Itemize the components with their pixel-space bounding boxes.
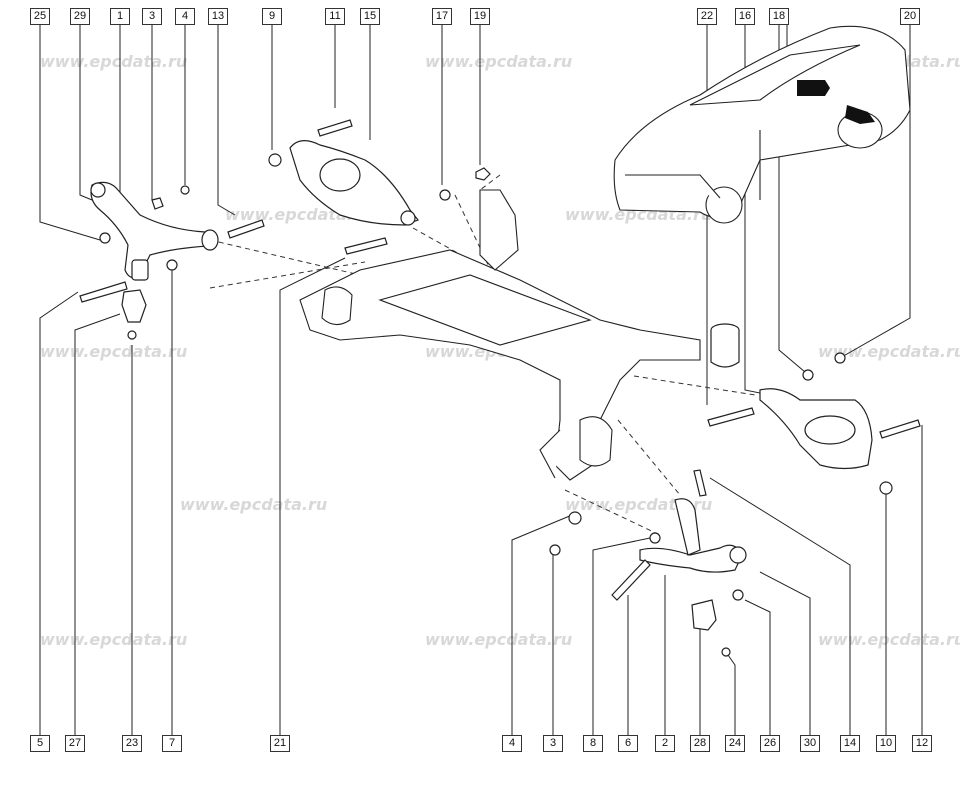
callout-bottom-12[interactable]: 12 bbox=[912, 735, 932, 752]
callout-top-13[interactable]: 13 bbox=[208, 8, 228, 25]
callout-bottom-26[interactable]: 26 bbox=[760, 735, 780, 752]
callout-bottom-24[interactable]: 24 bbox=[725, 735, 745, 752]
callout-top-1[interactable]: 1 bbox=[110, 8, 130, 25]
watermark: www.epcdata.ru bbox=[40, 342, 188, 361]
watermark: www.epcdata.ru bbox=[425, 630, 573, 649]
callout-bottom-6[interactable]: 6 bbox=[618, 735, 638, 752]
callout-bottom-2[interactable]: 2 bbox=[655, 735, 675, 752]
callout-top-18[interactable]: 18 bbox=[769, 8, 789, 25]
watermark: www.epcdata.ru bbox=[818, 630, 960, 649]
callout-bottom-10[interactable]: 10 bbox=[876, 735, 896, 752]
watermark: www.epcdata.ru bbox=[40, 630, 188, 649]
callout-bottom-23[interactable]: 23 bbox=[122, 735, 142, 752]
callout-top-16[interactable]: 16 bbox=[735, 8, 755, 25]
callout-top-29[interactable]: 29 bbox=[70, 8, 90, 25]
callout-bottom-14[interactable]: 14 bbox=[840, 735, 860, 752]
callout-top-4[interactable]: 4 bbox=[175, 8, 195, 25]
callout-top-11[interactable]: 11 bbox=[325, 8, 345, 25]
callout-top-15[interactable]: 15 bbox=[360, 8, 380, 25]
callout-top-25[interactable]: 25 bbox=[30, 8, 50, 25]
callout-bottom-7[interactable]: 7 bbox=[162, 735, 182, 752]
callout-bottom-30[interactable]: 30 bbox=[800, 735, 820, 752]
callout-bottom-28[interactable]: 28 bbox=[690, 735, 710, 752]
callout-bottom-3[interactable]: 3 bbox=[543, 735, 563, 752]
watermark: www.epcdata.ru bbox=[40, 52, 188, 71]
watermark: www.epcdata.ru bbox=[425, 52, 573, 71]
callout-top-3[interactable]: 3 bbox=[142, 8, 162, 25]
callout-bottom-4[interactable]: 4 bbox=[502, 735, 522, 752]
callout-bottom-21[interactable]: 21 bbox=[270, 735, 290, 752]
callout-top-19[interactable]: 19 bbox=[470, 8, 490, 25]
watermark: www.epcdata.ru bbox=[180, 495, 328, 514]
callout-bottom-8[interactable]: 8 bbox=[583, 735, 603, 752]
callout-top-22[interactable]: 22 bbox=[697, 8, 717, 25]
callout-top-17[interactable]: 17 bbox=[432, 8, 452, 25]
watermark: www.epcdata.ru bbox=[818, 342, 960, 361]
callout-bottom-27[interactable]: 27 bbox=[65, 735, 85, 752]
callout-bottom-5[interactable]: 5 bbox=[30, 735, 50, 752]
callout-top-9[interactable]: 9 bbox=[262, 8, 282, 25]
callout-top-20[interactable]: 20 bbox=[900, 8, 920, 25]
